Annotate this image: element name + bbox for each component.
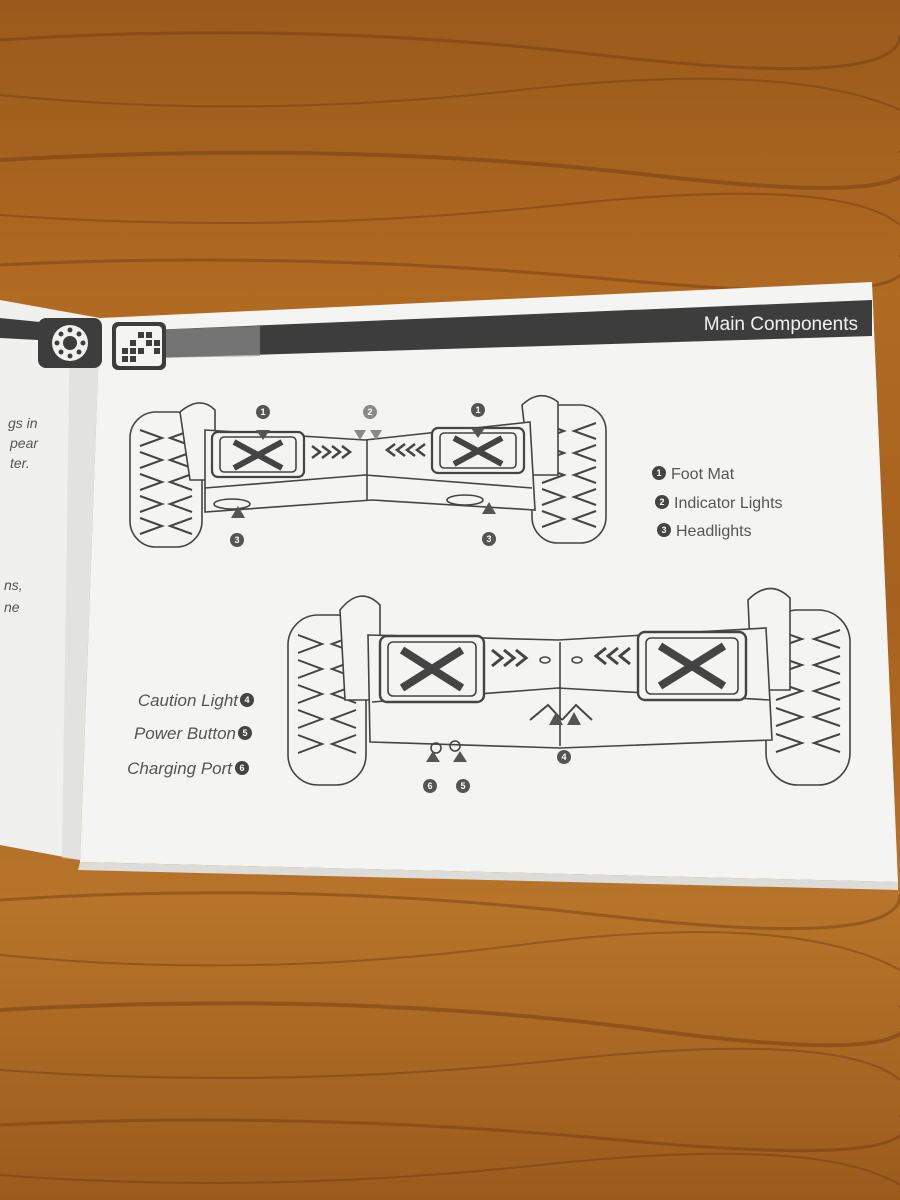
left-page-fragment-5: ne [4, 599, 20, 615]
right-page [78, 282, 898, 890]
svg-text:Charging Port: Charging Port [127, 759, 233, 778]
legend-item-indicator-lights: 2 Indicator Lights [655, 495, 783, 512]
hoverboard-rear-diagram [287, 587, 851, 786]
callouts-bottom: 4 6 5 [423, 712, 581, 793]
legend-item-charging-port: Charging Port 6 [127, 759, 249, 778]
legend-item-foot-mat: 1 Foot Mat [652, 466, 735, 483]
legend-item-headlights: 3 Headlights [657, 523, 752, 540]
hoverboard-front-diagram [129, 394, 607, 548]
legend-item-caution-light: Caution Light 4 [138, 691, 254, 710]
callout-top-3a: 3 [234, 535, 239, 545]
legend-item-power-button: Power Button 5 [134, 724, 252, 743]
svg-text:6: 6 [239, 763, 244, 773]
callout-top-2: 2 [367, 407, 372, 417]
callouts-top: 1 2 1 3 3 [230, 403, 496, 547]
legend-top: 1 Foot Mat 2 Indicator Lights 3 Headligh… [652, 466, 783, 540]
left-page-fragment-1: gs in [8, 415, 38, 431]
callout-bottom-6: 6 [427, 781, 432, 791]
callout-top-1b: 1 [475, 405, 480, 415]
legend-bottom: Caution Light 4 Power Button 5 Charging … [127, 691, 254, 778]
speaker-grille-icon [38, 318, 102, 368]
svg-text:Foot Mat: Foot Mat [671, 466, 735, 483]
left-page: gs in pear ter. ns, ne [0, 300, 100, 860]
callout-top-3b: 3 [486, 534, 491, 544]
svg-text:Indicator Lights: Indicator Lights [674, 495, 783, 512]
svg-text:1: 1 [656, 468, 661, 478]
svg-text:5: 5 [242, 728, 247, 738]
left-page-fragment-2: pear [9, 435, 39, 451]
callout-top-1a: 1 [260, 407, 265, 417]
svg-text:4: 4 [244, 695, 249, 705]
header-bar: Main Components [150, 300, 872, 358]
svg-text:Caution Light: Caution Light [138, 691, 239, 710]
callout-bottom-5: 5 [460, 781, 465, 791]
svg-text:2: 2 [659, 497, 664, 507]
callout-bottom-4: 4 [561, 752, 566, 762]
left-page-fragment-3: ter. [10, 455, 30, 471]
header-title: Main Components [704, 314, 858, 335]
svg-text:Power Button: Power Button [134, 724, 236, 743]
left-page-fragment-4: ns, [4, 577, 23, 593]
svg-text:Headlights: Headlights [676, 523, 752, 540]
components-grid-icon [112, 322, 166, 370]
svg-text:3: 3 [661, 525, 666, 535]
